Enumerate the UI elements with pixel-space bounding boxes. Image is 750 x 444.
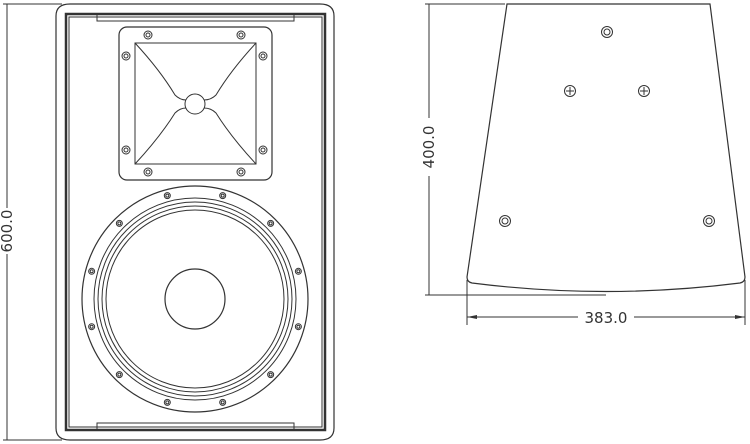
screw-icon [89, 324, 94, 329]
screw-icon [236, 167, 246, 177]
screw-icon [219, 192, 227, 200]
screw-icon [220, 193, 225, 198]
top-handle [96, 13, 295, 22]
screw-icon [143, 167, 153, 177]
screw-icon [165, 400, 170, 405]
width-dimension: 383.0 [466, 280, 746, 327]
width-label: 383.0 [585, 309, 628, 327]
screw-icon [165, 193, 170, 198]
mount-screw-left [564, 85, 576, 97]
screw-icon [258, 51, 268, 61]
horn-mouth [134, 42, 257, 165]
screw-icon [163, 192, 171, 200]
woofer-screws [88, 192, 302, 406]
screw-icon [268, 372, 273, 377]
screw-icon [220, 400, 225, 405]
screw-icon [296, 324, 301, 329]
screw-icon [294, 267, 302, 275]
screw-icon [238, 32, 244, 38]
mount-screw-right [638, 85, 650, 97]
screw-icon [88, 323, 96, 331]
screw-icon [115, 371, 123, 379]
height-label: 600.0 [0, 210, 16, 253]
screw-icon [267, 219, 275, 227]
horn-plate [118, 26, 273, 181]
screw-icon [145, 169, 151, 175]
front-view: 600.0 [0, 3, 335, 441]
screw-icon [163, 398, 171, 406]
screw-icon [123, 53, 129, 59]
screw-icon [123, 147, 129, 153]
screw-icon [258, 145, 268, 155]
bottom-handle [96, 422, 295, 431]
height-dimension: 600.0 [0, 3, 62, 441]
screw-icon [115, 219, 123, 227]
screw-icon [236, 30, 246, 40]
grille-inner [68, 16, 323, 428]
screw-icon [296, 269, 301, 274]
side-view: 400.0 383.0 [420, 3, 746, 327]
screw-icon [121, 51, 131, 61]
screw-icon [121, 145, 131, 155]
horn-throat [184, 93, 206, 115]
horn-screws [121, 30, 268, 177]
screw-icon [89, 269, 94, 274]
side-height-dimension: 400.0 [420, 3, 606, 296]
screw-icon [143, 30, 153, 40]
screw-icon [117, 221, 122, 226]
screw-icon [260, 53, 266, 59]
screw-icon [238, 169, 244, 175]
screw-icon [88, 267, 96, 275]
screw-icon [268, 221, 273, 226]
horn-flare [134, 42, 257, 165]
woofer [81, 185, 309, 413]
screw-icon [260, 147, 266, 153]
dust-cap [164, 268, 226, 330]
side-profile [466, 3, 746, 293]
screw-icon [294, 323, 302, 331]
cabinet-outline [55, 3, 335, 441]
side-height-label: 400.0 [420, 126, 438, 169]
screw-icon [145, 32, 151, 38]
screw-icon [117, 372, 122, 377]
screw-icon [219, 398, 227, 406]
screw-icon [267, 371, 275, 379]
